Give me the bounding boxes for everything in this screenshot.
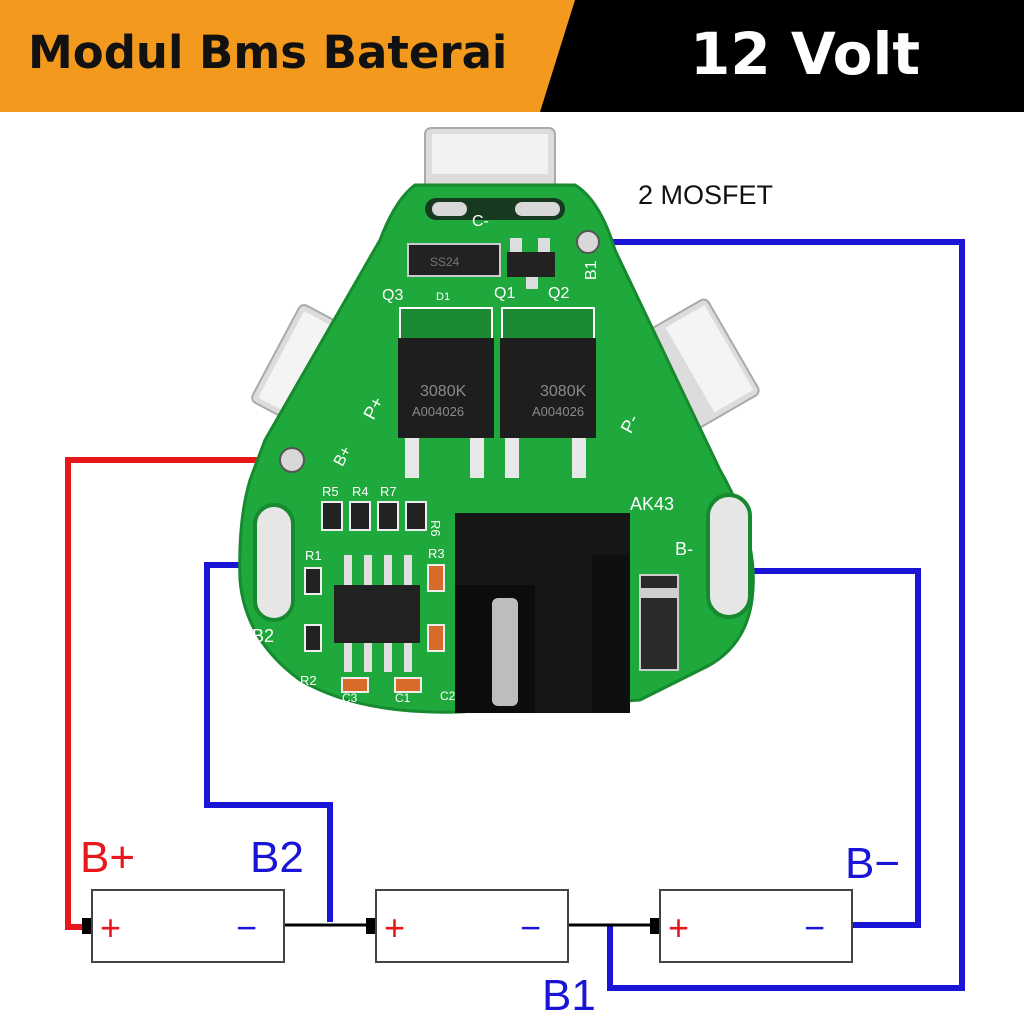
protection-ic [334,555,420,672]
battery-cell-2: + − [366,889,569,963]
label-r2: R2 [300,673,317,688]
cell-3-minus: − [804,907,825,948]
label-c1: C1 [395,691,411,705]
battery-cell-3: + − [650,889,853,963]
pad-b1 [576,230,600,254]
label-b-plus: B+ [80,833,135,882]
label-b1: B1 [542,971,596,1020]
mosfet-1-marking: 3080K [420,383,467,400]
board-model: AK43 [630,494,674,514]
mosfet-note: 2 MOSFET [638,180,774,210]
cell-1-plus: + [100,907,121,948]
banner-voltage: 12 Volt [690,20,921,88]
b1-wire [590,239,965,991]
mosfet-1 [398,338,494,438]
label-r5: R5 [322,484,339,499]
title-banner: Modul Bms Baterai 12 Volt [0,0,1024,112]
b2-wire [204,562,333,922]
battery-cell-1: + − [82,889,285,963]
label-d1: D1 [436,291,450,303]
pad-b-plus [279,447,305,473]
pad-b-minus [706,493,752,619]
resistor-row [321,501,427,531]
label-r6: R6 [428,520,443,537]
label-b-minus: B− [845,839,900,888]
label-r4: R4 [352,484,369,499]
small-parts [304,564,445,693]
pad-b2 [253,503,295,622]
label-c3: C3 [342,691,358,705]
label-c2: C2 [440,689,456,703]
banner-title: Modul Bms Baterai [28,26,508,79]
b-minus-wire [728,568,921,928]
label-b2: B2 [250,833,304,882]
bms-board: C- SS24 Q3 D1 Q1 Q2 B1 3080K A004026 308… [238,127,760,714]
pad-label-c-minus: C- [472,213,489,230]
pad-label-b1: B1 [583,260,600,280]
pad-label-b2: B2 [252,626,274,646]
cell-3-plus: + [668,907,689,948]
mosfet-1-lot: A004026 [412,404,464,419]
label-r3: R3 [428,546,445,561]
mosfet-2-lot: A004026 [532,404,584,419]
diode-d1 [407,243,501,277]
pad-label-b-minus: B- [675,539,693,559]
label-q1: Q1 [494,285,515,302]
diode-code: SS24 [430,255,460,269]
wires [65,239,965,991]
cell-2-plus: + [384,907,405,948]
cell-1-minus: − [236,907,257,948]
label-r7: R7 [380,484,397,499]
dc-jack [455,513,630,713]
banner-orange-panel [0,0,600,112]
label-q3: Q3 [382,287,403,304]
cell-2-minus: − [520,907,541,948]
mosfet-2 [500,338,596,438]
transistor-q1 [507,252,555,277]
b-plus-wire [65,457,292,930]
banner-black-panel [540,0,1024,112]
mosfet-legs [405,438,586,478]
label-r1: R1 [305,548,322,563]
mosfet-2-marking: 3080K [540,383,587,400]
label-q2: Q2 [548,285,569,302]
